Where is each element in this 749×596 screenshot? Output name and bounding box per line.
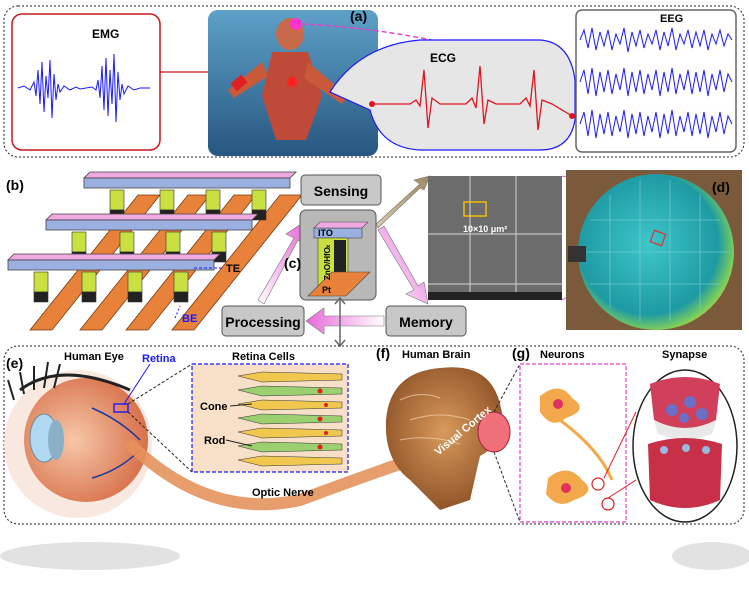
eeg-trace-1 bbox=[579, 27, 733, 53]
ecg-trace bbox=[372, 65, 573, 131]
human-eye bbox=[4, 361, 152, 518]
memory-box bbox=[385, 305, 467, 337]
synapse bbox=[603, 369, 738, 523]
panel-e-label: (e) bbox=[6, 355, 23, 371]
panel-a: EMG ECG EEG bbox=[3, 5, 745, 158]
eeg-label: EEG bbox=[660, 13, 683, 25]
arrow-memory-to-processing bbox=[305, 307, 385, 335]
eeg-trace-3 bbox=[579, 109, 733, 139]
sensing-label: Sensing bbox=[314, 183, 368, 199]
memristor-device: ITO ZnO/HfO x Pt bbox=[299, 209, 377, 301]
panel-d: (d) bbox=[566, 170, 742, 330]
memory-label: Memory bbox=[399, 314, 453, 330]
sensing-box bbox=[300, 174, 382, 206]
layer-label: ZnO/HfO bbox=[323, 247, 332, 280]
panel-c: Sensing Processing Memory ITO ZnO/HfO x … bbox=[221, 174, 467, 348]
emg-box: EMG bbox=[11, 13, 161, 151]
human-eye-label: Human Eye bbox=[64, 351, 124, 363]
shadow-right bbox=[672, 542, 749, 570]
layer-subscript: x bbox=[326, 244, 332, 248]
bottom-panel-frame bbox=[3, 345, 745, 525]
panel-f-label: (f) bbox=[376, 345, 390, 361]
optic-nerve-label: Optic Nerve bbox=[252, 487, 314, 499]
rod-label: Rod bbox=[204, 435, 225, 447]
human-brain-label: Human Brain bbox=[402, 349, 471, 361]
retina-cells-label: Retina Cells bbox=[232, 351, 295, 363]
ecg-label: ECG bbox=[430, 51, 456, 65]
eeg-box: EEG bbox=[575, 9, 737, 153]
top-electrodes bbox=[7, 171, 297, 271]
te-label: TE bbox=[226, 263, 240, 275]
retina-cells-box: Cone Rod bbox=[127, 363, 349, 473]
shadow-left bbox=[0, 542, 180, 570]
bottom-panel: (e) Human Eye Retina Optic Nerve bbox=[3, 345, 745, 525]
processing-label: Processing bbox=[225, 314, 300, 330]
human-brain bbox=[385, 367, 511, 510]
cone-label: Cone bbox=[200, 401, 228, 413]
sem-scale-label: 10×10 μm² bbox=[463, 224, 507, 234]
ito-label: ITO bbox=[318, 228, 333, 238]
emg-label: EMG bbox=[92, 27, 119, 41]
panel-a-frame bbox=[3, 5, 745, 158]
panel-g-label: (g) bbox=[512, 345, 530, 361]
be-label: BE bbox=[182, 313, 197, 325]
arrow-sensing-to-memory bbox=[377, 225, 429, 305]
neurons-box bbox=[493, 363, 627, 523]
neurons-label: Neurons bbox=[540, 349, 585, 361]
retina-cell-rows bbox=[237, 371, 343, 467]
eeg-trace-2 bbox=[579, 67, 733, 97]
arrow-to-sem bbox=[375, 175, 431, 229]
panel-b: (b) TE BE bbox=[6, 171, 303, 331]
processing-box bbox=[221, 305, 305, 337]
retina-label: Retina bbox=[142, 353, 177, 365]
panel-c-label: (c) bbox=[284, 255, 301, 271]
emg-trace bbox=[17, 53, 150, 123]
panel-b-label: (b) bbox=[6, 177, 24, 193]
ecg-bubble: ECG bbox=[329, 39, 576, 151]
panel-d-label: (d) bbox=[712, 179, 730, 195]
panel-a-label: (a) bbox=[350, 8, 367, 24]
synapse-label: Synapse bbox=[662, 349, 707, 361]
pt-label: Pt bbox=[322, 285, 331, 295]
sem-image: 10×10 μm² bbox=[428, 176, 562, 300]
